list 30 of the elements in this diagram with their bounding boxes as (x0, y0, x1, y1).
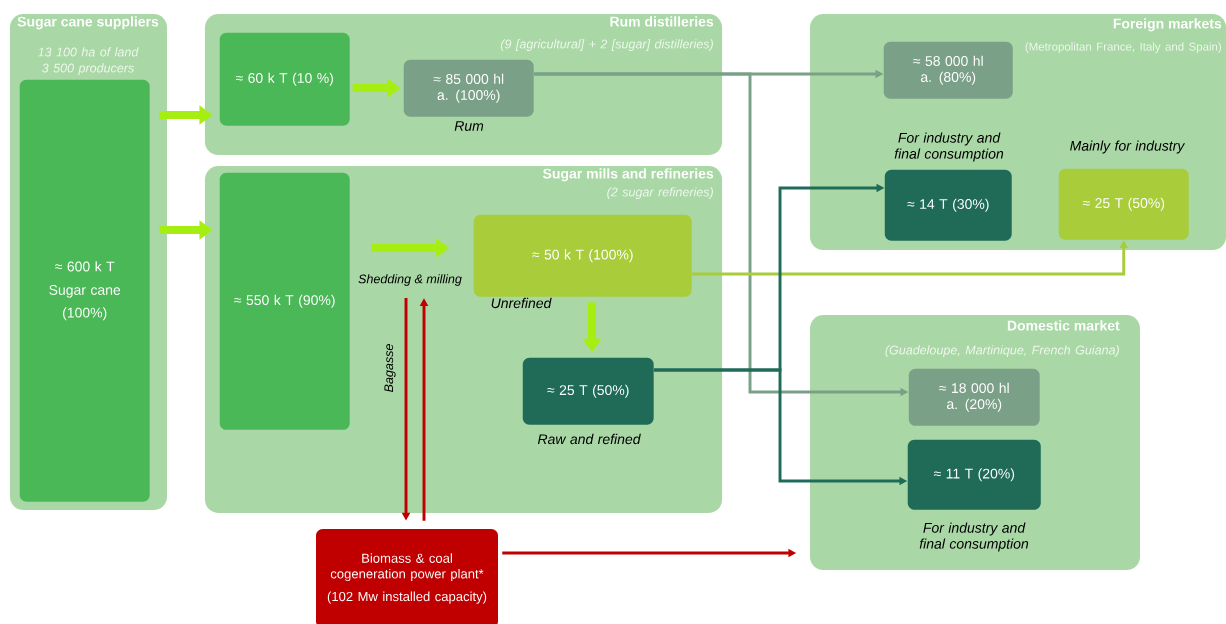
panel-subtitle: (Guadeloupe, Martinique, French Guiana) (885, 345, 1119, 357)
edge-label: Shedding & milling (358, 274, 462, 286)
node-label: Rum (454, 121, 484, 131)
value-box: ≈ 60 k T (10 %) (219, 32, 350, 126)
panel-subtitle: (9 [agricultural] + 2 [sugar] distilleries) (500, 39, 713, 51)
node-label: Unrefined (491, 297, 552, 309)
panel-subtitle: (Metropolitan France, Italy and Spain) (1025, 42, 1221, 53)
value-box: ≈ 58 000 hl a. (80%) (883, 41, 1013, 99)
node-label: For industry and final consumption (894, 132, 1004, 162)
panel-title: Sugar cane suppliers (17, 16, 159, 30)
value-box: ≈ 25 T (50%) (522, 357, 654, 425)
panel-title: Sugar mills and refineries (542, 168, 714, 182)
value-box: ≈ 18 000 hl a. (20%) (908, 368, 1040, 426)
panel-title: Rum distilleries (610, 16, 714, 27)
node-label: For industry and final consumption (919, 522, 1029, 552)
value-box: Biomass & coal cogeneration power plant* (102 Mw installed capacity) (316, 529, 498, 624)
node-label: Mainly for industry (1070, 140, 1186, 154)
value-box: ≈ 85 000 hl a. (100%) (403, 59, 534, 117)
node-label: Raw and refined (537, 433, 641, 445)
value-box: ≈ 11 T (20%) (907, 439, 1041, 510)
value-box: ≈ 50 k T (100%) (473, 214, 692, 297)
panel-subtitle: (2 sugar refineries) (607, 187, 713, 199)
panel-subtitle: 13 100 ha of land 3 500 producers (38, 47, 139, 75)
edge-label: Bagasse (384, 344, 396, 392)
value-box: ≈ 25 T (50%) (1058, 168, 1189, 240)
panel-title: Foreign markets (1113, 18, 1222, 32)
panel-title: Domestic market (1007, 320, 1120, 331)
value-box: ≈ 14 T (30%) (884, 169, 1012, 241)
value-box: ≈ 600 k T Sugar cane (100%) (19, 79, 150, 502)
value-box: ≈ 550 k T (90%) (219, 172, 350, 430)
